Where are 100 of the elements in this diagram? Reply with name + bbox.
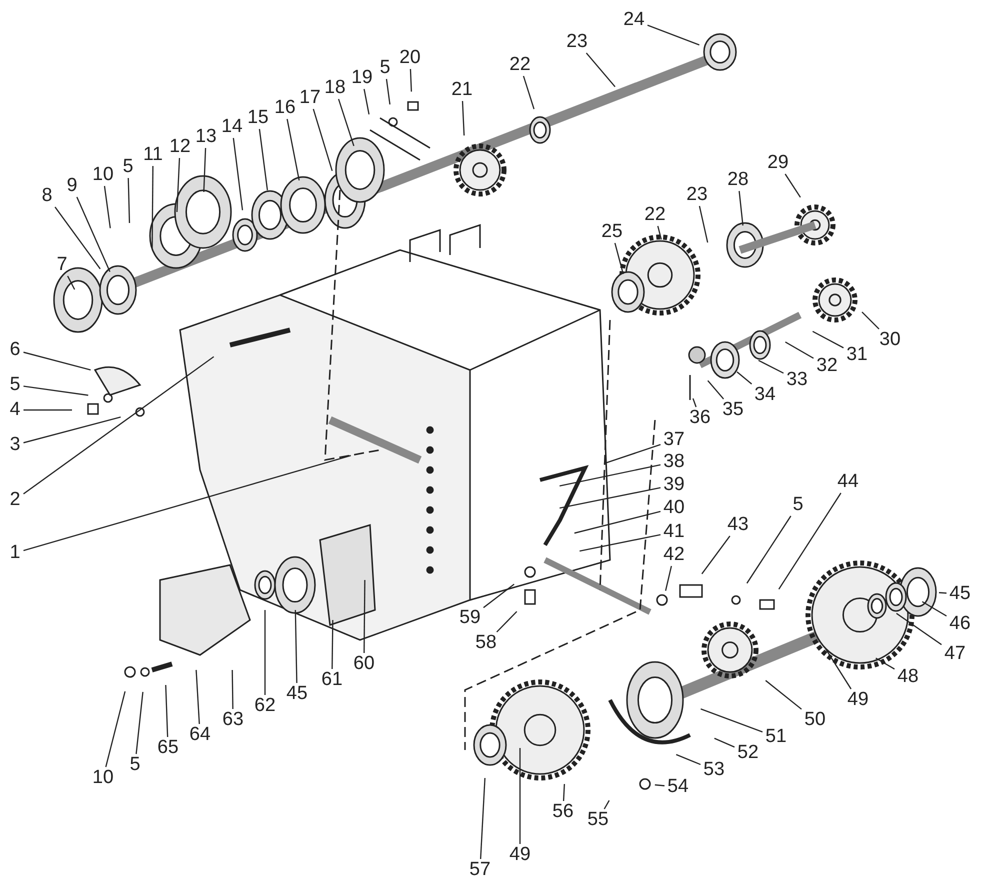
callout-number: 37 (662, 430, 686, 450)
leader-line (496, 611, 518, 632)
leader-line (128, 178, 130, 224)
callout-number: 58 (474, 633, 498, 653)
leader-line (165, 684, 168, 738)
leader-line (136, 692, 144, 754)
callout-number: 6 (8, 340, 22, 360)
leader-line (586, 52, 616, 88)
leader-line (676, 754, 701, 766)
leader-line (746, 516, 792, 584)
leader-line (24, 409, 72, 411)
leader-line (574, 510, 661, 534)
leader-line (294, 610, 298, 684)
callout-number: 65 (156, 738, 180, 758)
leader-line (480, 778, 486, 860)
leader-line (692, 398, 697, 408)
leader-line (922, 601, 947, 617)
callout-number: 5 (792, 495, 804, 515)
leader-line (604, 444, 661, 464)
leader-line (559, 464, 661, 486)
callout-number: 16 (273, 98, 297, 118)
leader-line (604, 800, 610, 810)
leader-line (332, 620, 334, 669)
leader-line (647, 24, 700, 46)
leader-line (698, 206, 708, 243)
callout-number: 36 (688, 408, 712, 428)
leader-line (54, 206, 101, 270)
callout-number: 56 (551, 802, 575, 822)
leader-line (714, 738, 735, 748)
leader-line (736, 371, 752, 384)
leader-line (23, 416, 121, 444)
callout-number: 25 (600, 222, 624, 242)
callout-number: 45 (285, 684, 309, 704)
leader-line (785, 341, 814, 359)
leader-line (232, 670, 234, 710)
callout-number: 13 (194, 127, 218, 147)
leader-line (176, 158, 180, 212)
callout-number: 50 (803, 710, 827, 730)
leader-line (654, 784, 665, 786)
leader-line (765, 680, 802, 710)
callout-number: 40 (662, 498, 686, 518)
callout-number: 62 (253, 696, 277, 716)
callout-number: 5 (122, 157, 134, 177)
leader-line (665, 566, 672, 591)
callout-number: 18 (323, 78, 347, 98)
leader-line (483, 584, 514, 608)
leader-line (23, 386, 88, 396)
leader-line (23, 352, 91, 370)
leader-line (286, 118, 300, 180)
callout-number: 59 (458, 608, 482, 628)
leader-line (784, 174, 801, 198)
callout-number: 63 (221, 710, 245, 730)
callout-number: 5 (128, 755, 142, 775)
leader-line (896, 612, 942, 646)
callout-number: 31 (845, 345, 869, 365)
callout-number: 35 (721, 400, 745, 420)
callout-number: 9 (66, 176, 78, 196)
callout-number: 4 (8, 400, 22, 420)
callout-number: 29 (766, 153, 790, 173)
leader-line (758, 360, 784, 374)
callout-number: 21 (450, 80, 474, 100)
leader-line (938, 592, 947, 594)
leader-line (738, 190, 744, 226)
leader-line (614, 242, 624, 274)
callout-number: 32 (815, 356, 839, 376)
leader-line (519, 748, 521, 844)
callout-number: 1 (8, 543, 22, 563)
leader-line (67, 276, 76, 290)
leader-line (410, 68, 412, 92)
callout-number: 41 (662, 522, 686, 542)
callout-number: 39 (662, 475, 686, 495)
leader-line (559, 487, 661, 509)
leader-line (23, 455, 351, 552)
leader-line (876, 658, 895, 670)
leader-line (258, 128, 268, 190)
callout-number: 34 (753, 385, 777, 405)
callout-number: 7 (56, 255, 68, 275)
leader-line (76, 196, 110, 272)
leader-line (579, 534, 661, 552)
callout-number: 24 (622, 10, 646, 30)
callout-number: 19 (350, 68, 374, 88)
callout-number: 2 (8, 490, 22, 510)
leader-line (203, 148, 206, 192)
callout-number: 47 (943, 644, 967, 664)
callout-number: 20 (398, 48, 422, 68)
callout-number: 43 (726, 515, 750, 535)
callout-number: 10 (91, 165, 115, 185)
leader-line (23, 356, 214, 494)
callout-number: 23 (685, 185, 709, 205)
callout-number: 5 (8, 375, 22, 395)
leader-line (522, 76, 535, 110)
leader-line (364, 88, 370, 115)
callout-number: 55 (586, 810, 610, 830)
callout-number: 61 (320, 670, 344, 690)
leader-line (152, 166, 154, 248)
callout-number: 53 (702, 760, 726, 780)
callout-number: 60 (352, 654, 376, 674)
leader-line (104, 186, 111, 228)
callout-number: 33 (785, 370, 809, 390)
callout-number: 3 (8, 435, 22, 455)
